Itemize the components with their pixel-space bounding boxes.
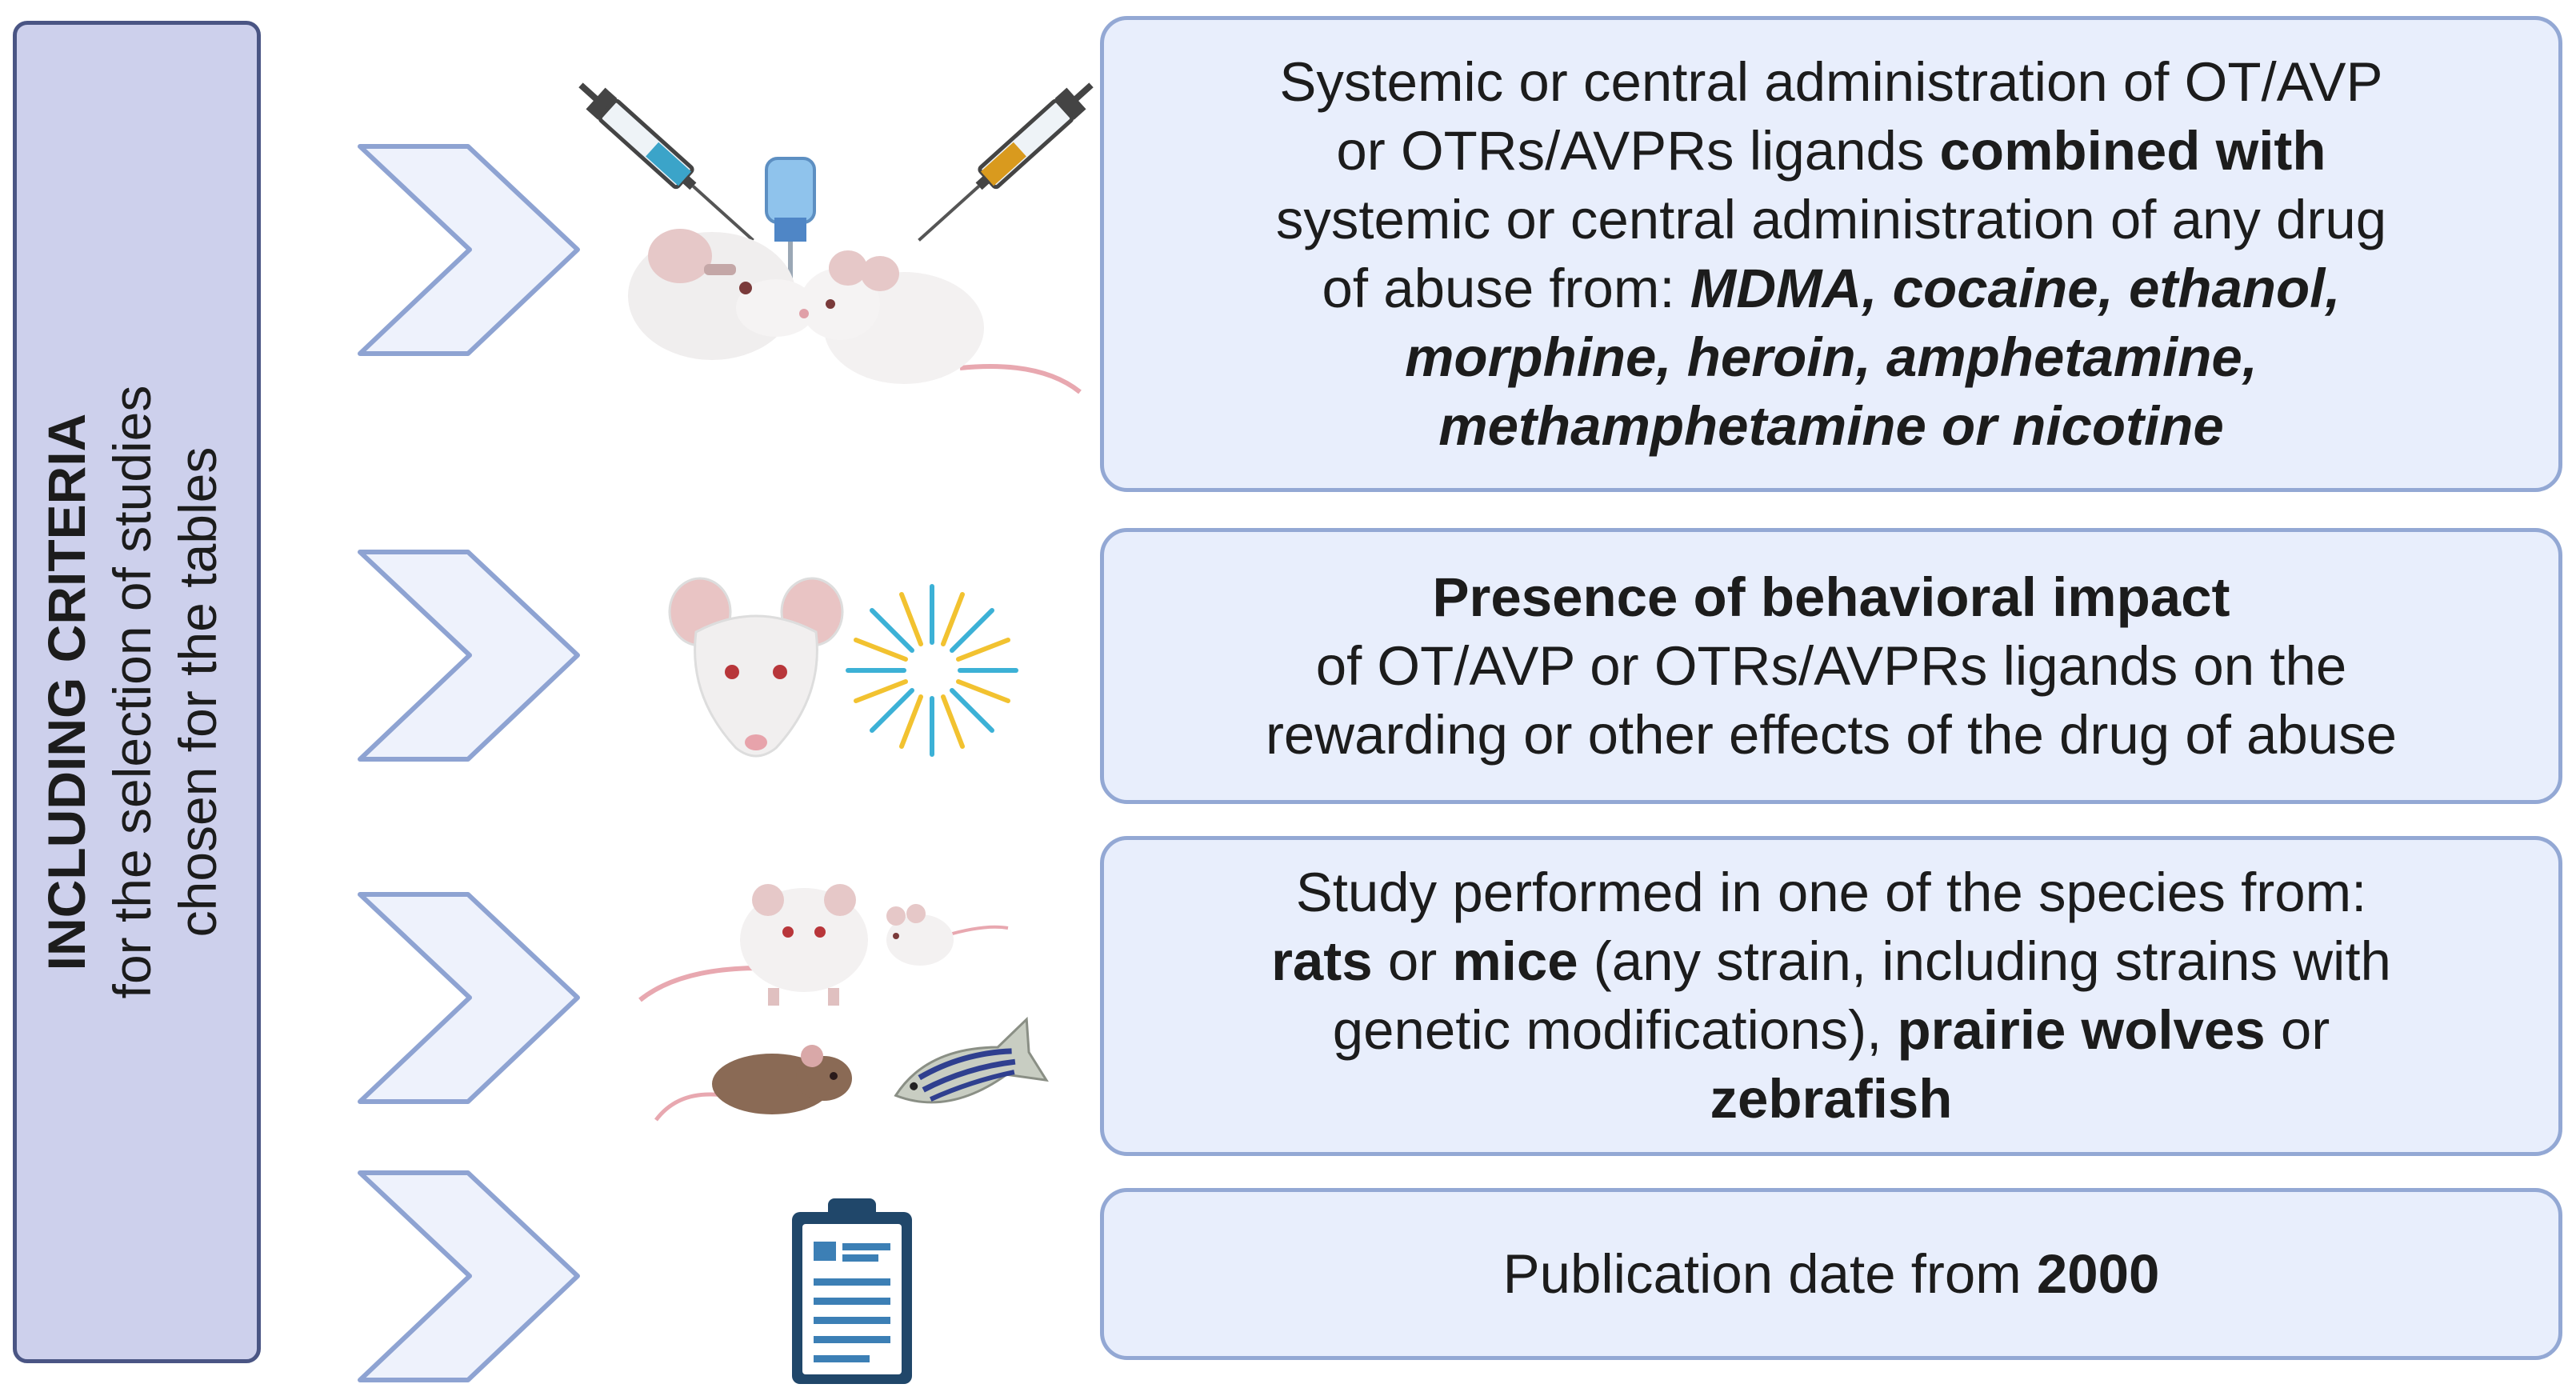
sidebar-label: INCLUDING CRITERIA for the selection of … (34, 92, 230, 1292)
criteria-sidebar (13, 21, 261, 1363)
criterion-text: Presence of behavioral impact of OT/AVP … (1265, 566, 2398, 766)
criterion-box-species: Study performed in one of the species fr… (1100, 836, 2562, 1156)
chevron-arrow-icon (358, 144, 580, 356)
sidebar-subtitle-1: for the selection of studies (102, 385, 162, 999)
criterion-box-behavioral-impact: Presence of behavioral impact of OT/AVP … (1100, 528, 2562, 804)
rat-fireworks-icon (668, 577, 1018, 758)
syringe-mouse-icon (578, 82, 1094, 394)
chevron-arrow-icon (358, 550, 580, 762)
criterion-text: Publication date from 2000 (1502, 1242, 2160, 1305)
criterion-text: Systemic or central administration of OT… (1275, 50, 2387, 457)
criterion-box-publication-date: Publication date from 2000 (1100, 1188, 2562, 1360)
rodents-zebrafish-icon (638, 884, 1049, 1122)
criterion-text: Study performed in one of the species fr… (1271, 862, 2391, 1130)
chevron-arrow-icon (358, 892, 580, 1104)
chevron-arrow-icon (358, 1170, 580, 1382)
sidebar-title: INCLUDING CRITERIA (37, 413, 96, 971)
criterion-box-administration: Systemic or central administration of OT… (1100, 16, 2562, 492)
sidebar-subtitle-2: chosen for the tables (168, 446, 227, 938)
clipboard-icon (792, 1198, 912, 1384)
